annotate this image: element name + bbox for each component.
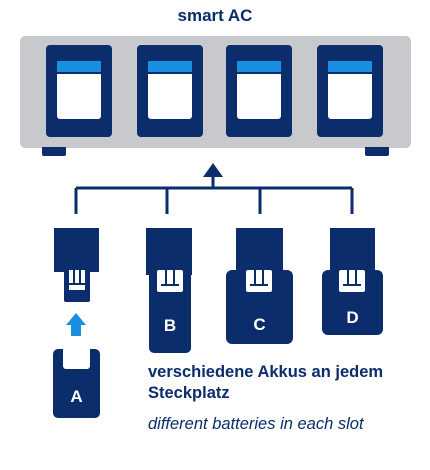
charger-foot-right: [365, 147, 389, 156]
adapter-d: [330, 228, 375, 275]
adapter-b: [146, 228, 192, 275]
battery-a: A: [53, 349, 100, 418]
adapter-a: [54, 228, 99, 272]
insert-arrow-icon: [66, 313, 86, 336]
charger-slot-3: [226, 45, 292, 137]
battery-a-label: A: [70, 387, 83, 406]
battery-b-label: B: [163, 316, 177, 335]
adapter-a-plug: [64, 270, 90, 302]
charger-foot-left: [42, 147, 66, 156]
battery-b: B: [149, 270, 191, 353]
charger-title: smart AC: [177, 6, 253, 25]
charger-slot-2: [137, 45, 203, 137]
caption-german: verschiedene Akkus an jedem Steckplatz: [148, 363, 384, 402]
battery-c-label: C: [253, 315, 266, 334]
battery-d: D: [322, 270, 383, 335]
up-arrow-icon: [203, 163, 223, 177]
charger-slot-1: [46, 45, 112, 137]
battery-d-label: D: [346, 308, 359, 327]
charger-slot-4: [317, 45, 383, 137]
caption-english: different batteries in each slot: [148, 415, 364, 433]
adapter-c: [236, 228, 283, 275]
battery-c: C: [226, 270, 293, 344]
